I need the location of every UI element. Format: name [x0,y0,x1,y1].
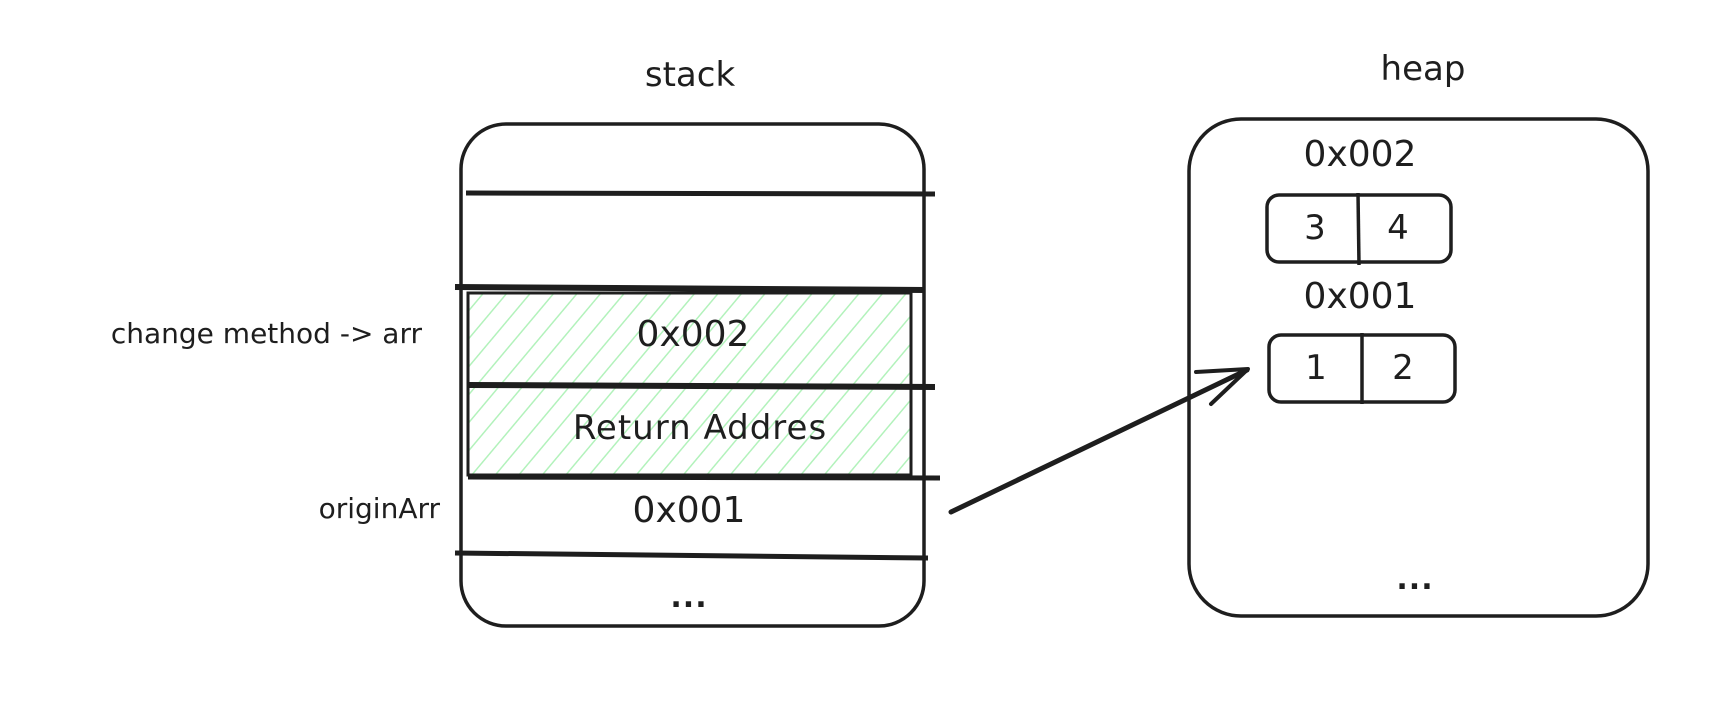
stack-ellipsis: ... [670,580,708,615]
heap-title: heap [1380,49,1466,89]
heap-cell: 3 [1304,208,1326,248]
reference-arrow [948,367,1250,515]
heap-container [1187,117,1650,618]
arr-param-label: change method -> arr [110,317,422,350]
stack-divider [467,474,941,481]
originArr-label: originArr [318,492,440,525]
stack-container [454,122,941,628]
heap-array-0x002 [1265,192,1453,266]
stack-frame-return-address: Return Addres [572,408,828,448]
heap-address-0x002: 0x002 [1303,134,1417,175]
heap-array-0x001 [1267,333,1457,404]
stack-divider [454,284,926,293]
stack-title: stack [644,55,736,95]
heap-cell: 1 [1305,348,1327,388]
heap-cell: 4 [1387,208,1409,248]
stack-divider [454,550,929,561]
stack-frame-arr-value: 0x002 [636,314,750,355]
stack-frame-originArr-value: 0x001 [632,490,746,531]
heap-ellipsis: ... [1396,562,1434,597]
heap-address-0x001: 0x001 [1303,276,1417,317]
stack-divider [465,190,936,197]
stack-divider [467,382,936,390]
heap-cell: 2 [1392,348,1414,388]
